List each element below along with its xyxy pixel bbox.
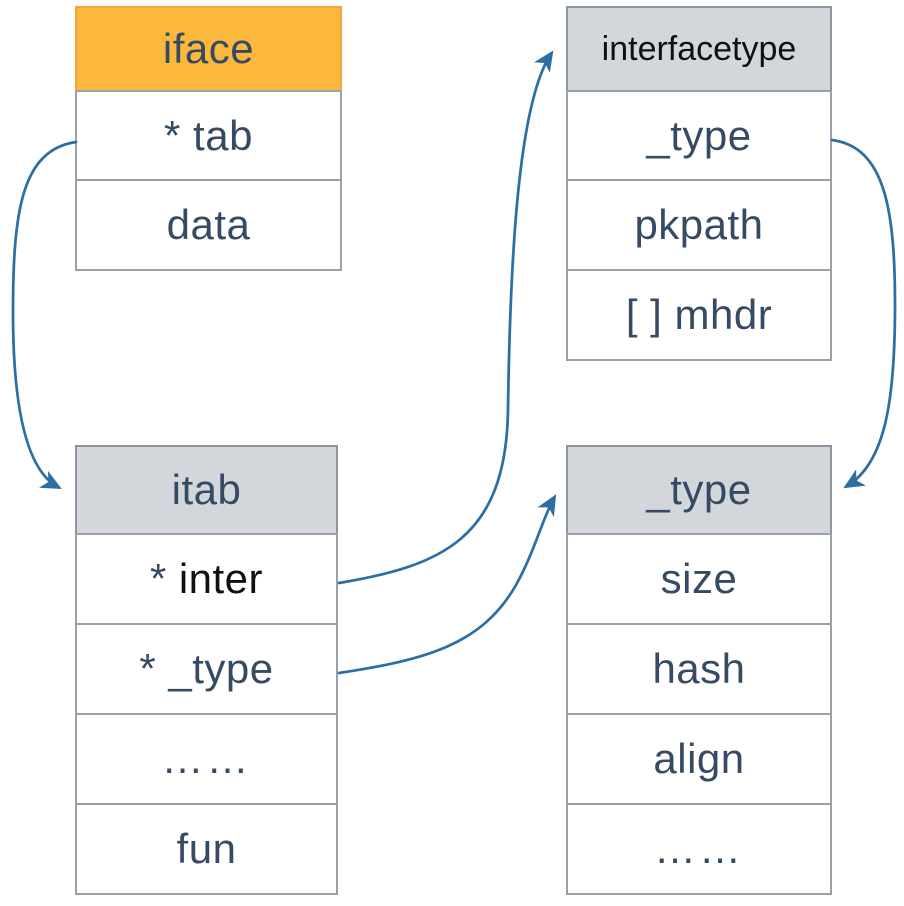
type-row-size: size <box>566 532 832 625</box>
arrow-itab-inter-to-interfacetype <box>337 50 554 585</box>
itab-row-ellipsis: …… <box>75 712 338 805</box>
itab-header: itab <box>75 445 338 535</box>
interfacetype-header: interfacetype <box>566 6 832 92</box>
iface-row-data: data <box>75 179 342 271</box>
type-row-ellipsis: …… <box>566 802 832 895</box>
interfacetype-row-mhdr: [ ] mhdr <box>566 268 832 361</box>
struct-itab: itab *inter * _type …… fun <box>75 445 338 895</box>
struct-type: _type size hash align …… <box>566 445 832 895</box>
type-row-align: align <box>566 712 832 805</box>
arrow-iface-tab-to-itab <box>11 140 78 490</box>
iface-header: iface <box>75 6 342 92</box>
struct-iface: iface * tab data <box>75 6 342 271</box>
iface-row-tab: * tab <box>75 89 342 182</box>
pointer-star: * <box>149 554 167 602</box>
type-row-hash: hash <box>566 622 832 715</box>
type-header: _type <box>566 445 832 535</box>
itab-row-type: * _type <box>75 622 338 715</box>
arrow-interfacetype-type-to-type <box>830 138 897 489</box>
itab-row-fun: fun <box>75 802 338 895</box>
interfacetype-row-pkpath: pkpath <box>566 179 832 271</box>
struct-interfacetype: interfacetype _type pkpath [ ] mhdr <box>566 6 832 361</box>
itab-row-inter-label: inter <box>178 554 264 602</box>
itab-row-inter: *inter <box>75 532 338 625</box>
interfacetype-row-type: _type <box>566 89 832 182</box>
arrow-itab-type-to-type <box>337 494 557 675</box>
